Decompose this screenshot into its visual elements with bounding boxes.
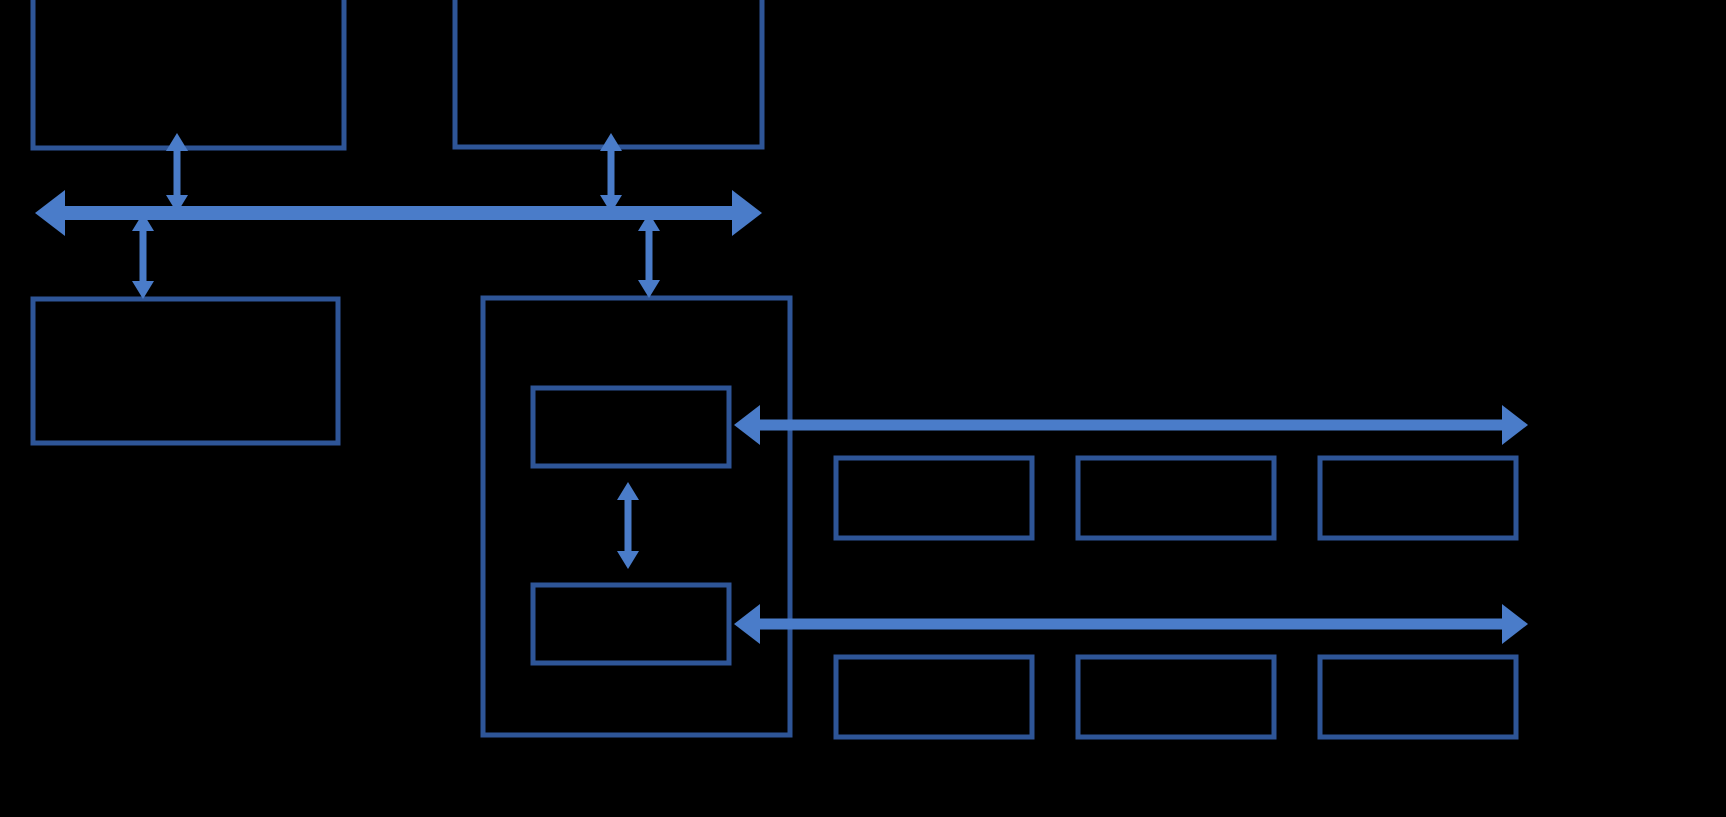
connector-top-right-to-bus [600, 133, 622, 213]
mid-left-module-box [30, 296, 341, 446]
connector-top-left-to-bus [166, 133, 188, 213]
right-grid-box-r2c3 [1317, 654, 1519, 740]
right-bus-upper-arrow [734, 405, 1528, 445]
connector-bus-to-mid-left [132, 213, 154, 299]
container-inner-lower-box [530, 582, 732, 666]
top-right-module-box [452, 0, 765, 150]
connector-bus-to-container [638, 213, 660, 298]
connector-inner-upper-to-lower [617, 482, 639, 569]
container-module-box [480, 295, 793, 738]
right-grid-box-r1c1 [833, 455, 1035, 541]
right-bus-lower-arrow [734, 604, 1528, 644]
boxes-group [30, 0, 1519, 740]
container-inner-upper-box [530, 385, 732, 469]
right-grid-box-r1c3 [1317, 455, 1519, 541]
system-bus-arrow [35, 190, 762, 236]
right-grid-box-r1c2 [1075, 455, 1277, 541]
arrows-group [35, 133, 1528, 644]
right-grid-box-r2c1 [833, 654, 1035, 740]
top-left-module-box [30, 0, 347, 151]
right-grid-box-r2c2 [1075, 654, 1277, 740]
